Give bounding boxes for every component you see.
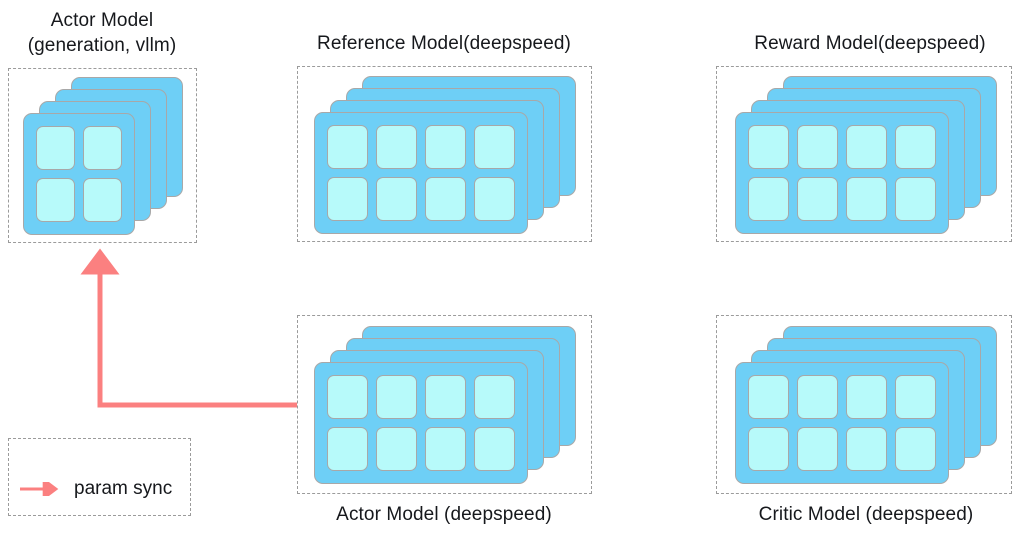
chip xyxy=(748,375,789,419)
chip xyxy=(327,427,368,471)
chip xyxy=(376,375,417,419)
caption-critic-model: Critic Model (deepspeed) xyxy=(758,504,974,525)
card-stack-actor-vllm xyxy=(23,77,183,235)
chip xyxy=(474,125,515,169)
chip xyxy=(327,375,368,419)
chip xyxy=(36,126,75,170)
group-reference-model[interactable] xyxy=(297,66,592,242)
group-reward-model[interactable] xyxy=(716,66,1012,242)
caption-actor-deepspeed: Actor Model (deepspeed) xyxy=(336,504,552,525)
caption-reward-model: Reward Model(deepspeed) xyxy=(754,33,986,54)
chip xyxy=(474,375,515,419)
card-stack-critic-model xyxy=(735,326,997,484)
chip xyxy=(797,427,838,471)
chip xyxy=(327,125,368,169)
chip xyxy=(895,427,936,471)
chip xyxy=(797,125,838,169)
arrow-right-icon xyxy=(20,482,59,496)
chip xyxy=(846,177,887,221)
card-stack-reference-model xyxy=(314,76,576,234)
card-front[interactable] xyxy=(735,112,949,234)
chip xyxy=(425,375,466,419)
param-sync-arrow xyxy=(80,248,297,408)
card-front[interactable] xyxy=(314,112,528,234)
chip xyxy=(83,178,122,222)
legend-item-param-sync: param sync xyxy=(9,478,172,500)
chip xyxy=(474,177,515,221)
caption-reference-model: Reference Model(deepspeed) xyxy=(317,33,571,54)
chip xyxy=(376,125,417,169)
chip xyxy=(425,177,466,221)
card-front[interactable] xyxy=(23,113,135,235)
chip xyxy=(797,375,838,419)
chip xyxy=(36,178,75,222)
card-front[interactable] xyxy=(314,362,528,484)
chip xyxy=(83,126,122,170)
chip xyxy=(425,125,466,169)
chip xyxy=(895,177,936,221)
chip xyxy=(474,427,515,471)
chip xyxy=(376,427,417,471)
group-actor-deepspeed[interactable] xyxy=(297,315,592,494)
chip xyxy=(425,427,466,471)
card-stack-actor-deepspeed xyxy=(314,326,576,484)
chip xyxy=(846,125,887,169)
chip xyxy=(748,177,789,221)
group-actor-vllm[interactable] xyxy=(8,68,197,243)
chip xyxy=(327,177,368,221)
caption-actor-vllm: Actor Model (generation, vllm) xyxy=(27,10,177,56)
card-front[interactable] xyxy=(735,362,949,484)
chip xyxy=(846,375,887,419)
legend[interactable]: param sync xyxy=(8,438,191,516)
legend-label-param-sync: param sync xyxy=(74,478,173,499)
chip xyxy=(376,177,417,221)
card-stack-reward-model xyxy=(735,76,997,234)
chip xyxy=(797,177,838,221)
chip xyxy=(748,125,789,169)
chip xyxy=(846,427,887,471)
chip xyxy=(748,427,789,471)
group-critic-model[interactable] xyxy=(716,315,1012,494)
chip xyxy=(895,375,936,419)
chip xyxy=(895,125,936,169)
